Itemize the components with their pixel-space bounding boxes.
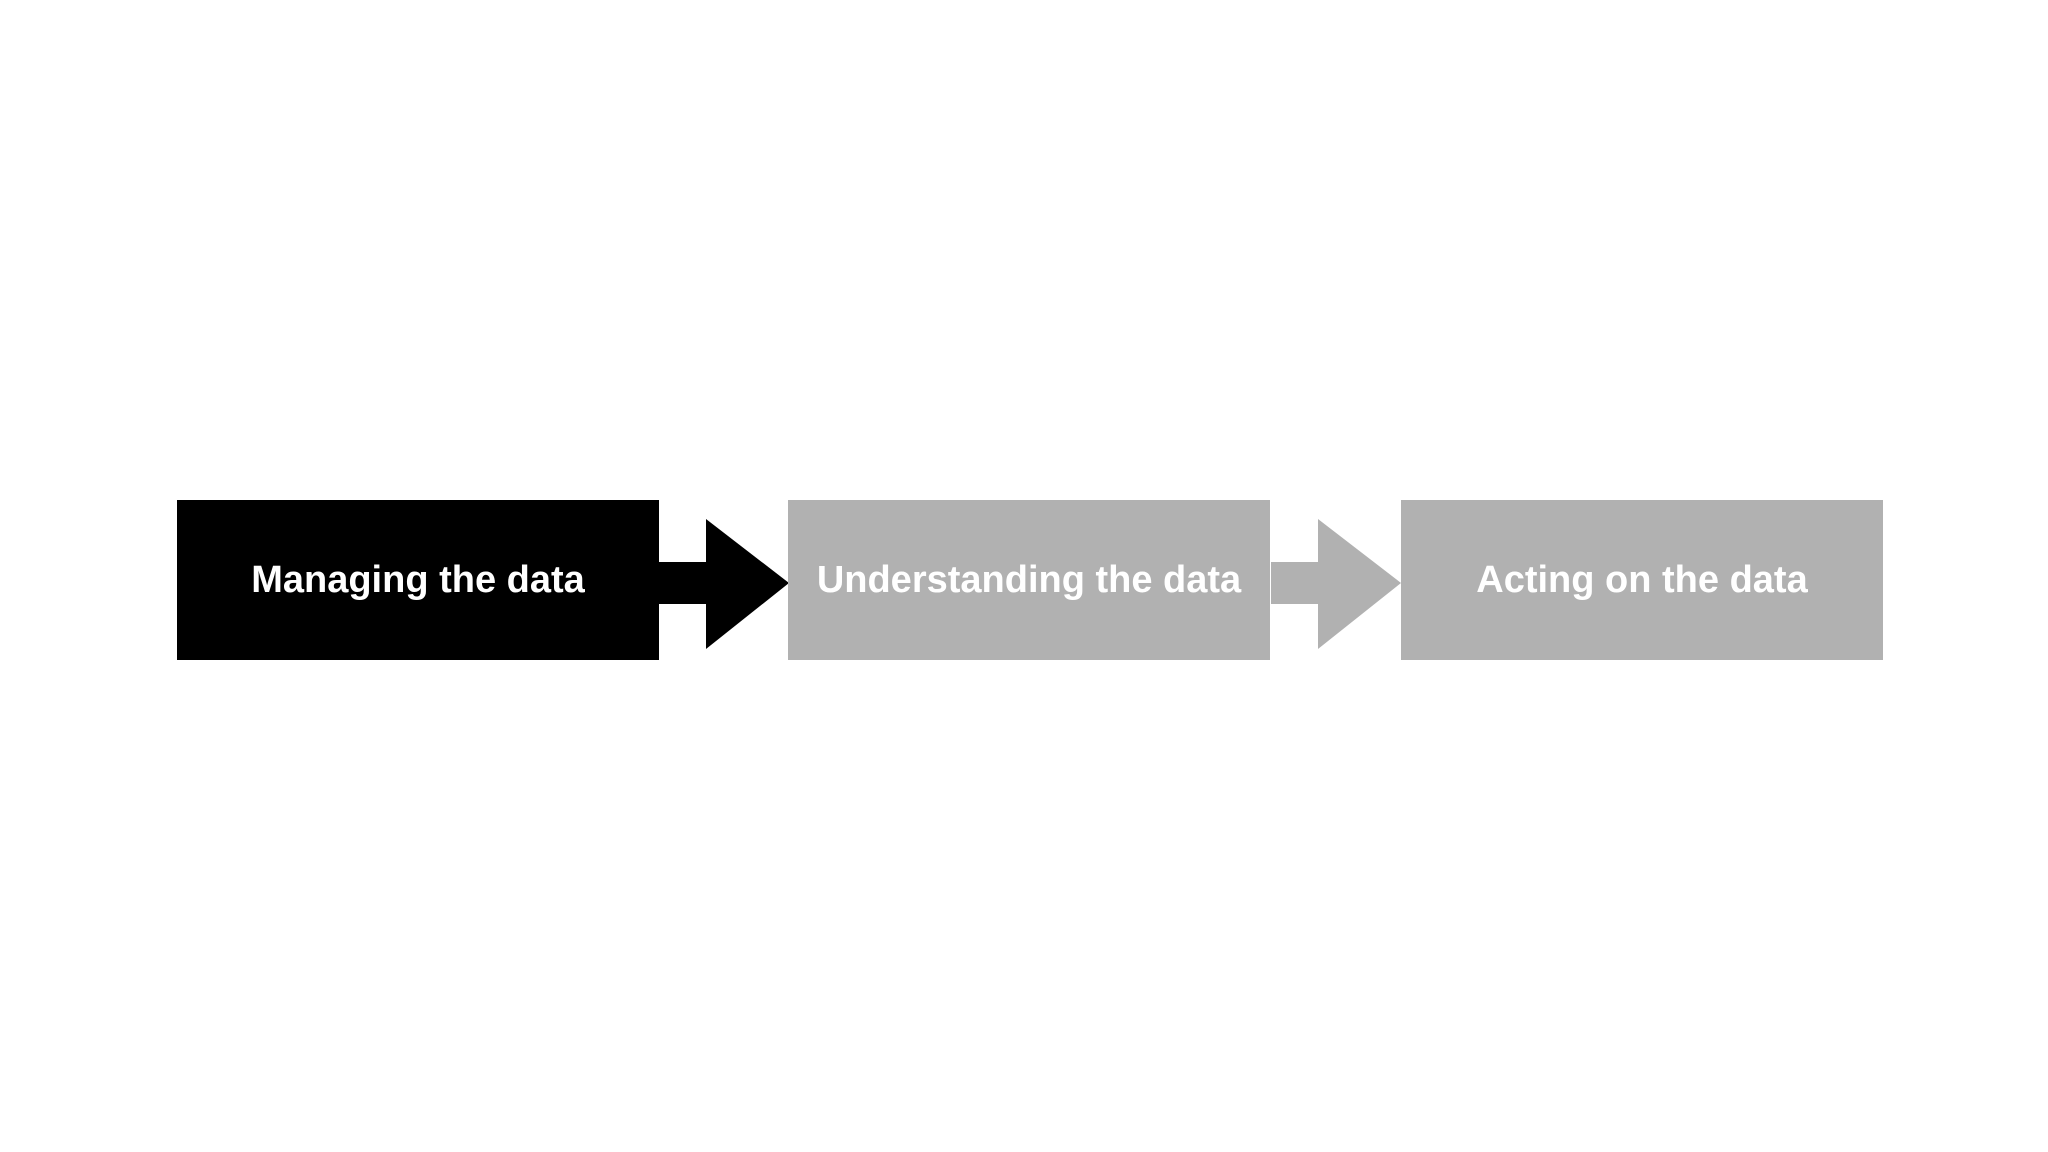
arrow-shape bbox=[1271, 519, 1401, 649]
flow-arrow-icon bbox=[659, 519, 789, 649]
step-label: Acting on the data bbox=[1476, 558, 1808, 601]
step-understanding-the-data: Understanding the data bbox=[788, 500, 1270, 660]
step-managing-the-data: Managing the data bbox=[177, 500, 659, 660]
arrow-shape bbox=[659, 519, 789, 649]
flow-arrow-icon bbox=[1271, 519, 1401, 649]
step-label: Managing the data bbox=[251, 558, 585, 601]
step-acting-on-the-data: Acting on the data bbox=[1401, 500, 1883, 660]
step-label: Understanding the data bbox=[816, 558, 1242, 601]
